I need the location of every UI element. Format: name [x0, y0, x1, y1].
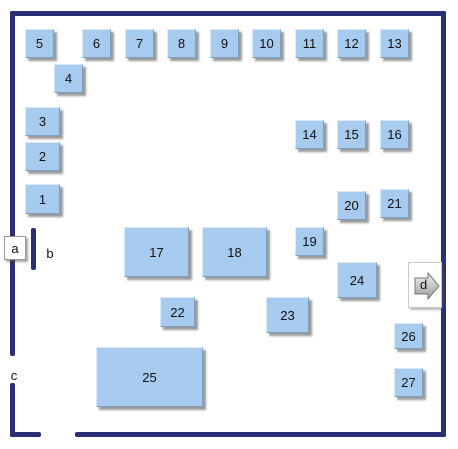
box-25[interactable]: 25: [96, 347, 203, 407]
marker-b: b: [46, 245, 54, 261]
box-7[interactable]: 7: [125, 29, 154, 58]
box-13[interactable]: 13: [380, 29, 409, 58]
wall-top: [10, 11, 446, 16]
box-21[interactable]: 21: [380, 189, 409, 218]
marker-a[interactable]: a: [4, 236, 26, 260]
box-14[interactable]: 14: [295, 120, 324, 149]
wall-left-upper: [10, 11, 15, 356]
box-4[interactable]: 4: [54, 64, 83, 93]
box-2[interactable]: 2: [25, 142, 60, 171]
box-19[interactable]: 19: [295, 227, 324, 256]
box-24[interactable]: 24: [337, 262, 377, 298]
marker-c: c: [10, 367, 18, 383]
wall-bottom-right: [75, 432, 446, 437]
partition-b: [31, 228, 36, 270]
box-5[interactable]: 5: [25, 29, 54, 58]
wall-left-lower: [10, 383, 15, 437]
box-10[interactable]: 10: [252, 29, 281, 58]
arrow-right-icon: [414, 272, 440, 300]
box-26[interactable]: 26: [394, 323, 423, 349]
box-11[interactable]: 11: [295, 29, 324, 58]
box-27[interactable]: 27: [394, 368, 423, 397]
box-6[interactable]: 6: [82, 29, 111, 58]
box-22[interactable]: 22: [160, 297, 195, 327]
box-16[interactable]: 16: [380, 120, 409, 149]
exit-door-d[interactable]: d: [408, 262, 442, 308]
box-3[interactable]: 3: [25, 107, 60, 136]
box-1[interactable]: 1: [25, 184, 60, 214]
box-15[interactable]: 15: [337, 120, 366, 149]
wall-bottom-left: [10, 432, 41, 437]
marker-d: d: [420, 277, 428, 292]
box-12[interactable]: 12: [337, 29, 366, 58]
box-18[interactable]: 18: [202, 227, 267, 277]
box-17[interactable]: 17: [124, 227, 189, 277]
box-20[interactable]: 20: [337, 191, 366, 220]
wall-right: [441, 11, 446, 437]
box-9[interactable]: 9: [210, 29, 239, 58]
box-8[interactable]: 8: [167, 29, 196, 58]
box-23[interactable]: 23: [266, 297, 309, 333]
